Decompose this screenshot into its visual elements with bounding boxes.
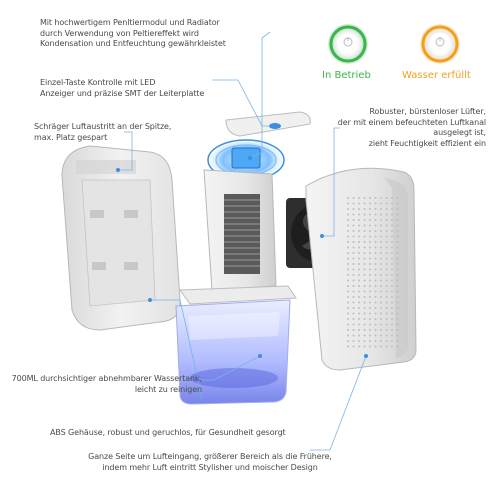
- status-led-on: [328, 24, 368, 64]
- annotation-peltier: Mit hochwertigem Penltiermodul und Radia…: [40, 18, 226, 48]
- annotation-abs: ABS Gehäuse, robust und geruchlos, für G…: [50, 428, 286, 437]
- front-cover: [305, 167, 417, 371]
- annotation-outlet: Schräger Luftaustritt an der Spitze, max…: [34, 122, 172, 142]
- status-full-label: Wasser erfüllt: [402, 70, 471, 81]
- center-frame: [179, 169, 297, 305]
- status-on-label: In Betrieb: [322, 70, 371, 81]
- annotation-tank: 700ML durchsichtiger abnehmbarer Wassert…: [11, 374, 202, 394]
- water-tank: [175, 299, 291, 405]
- top-panel: [225, 111, 311, 137]
- annotation-inlet: Ganze Seite um Lufteingang, größerer Ber…: [88, 452, 332, 472]
- back-shell: [61, 145, 181, 331]
- annotation-led: Einzel-Taste Kontrolle mit LED Anzeiger …: [40, 78, 205, 98]
- status-led-full: [420, 24, 460, 64]
- annotation-fan: Robuster, bürstenloser Lüfter, der mit e…: [337, 107, 486, 148]
- leader-lines: [116, 31, 368, 451]
